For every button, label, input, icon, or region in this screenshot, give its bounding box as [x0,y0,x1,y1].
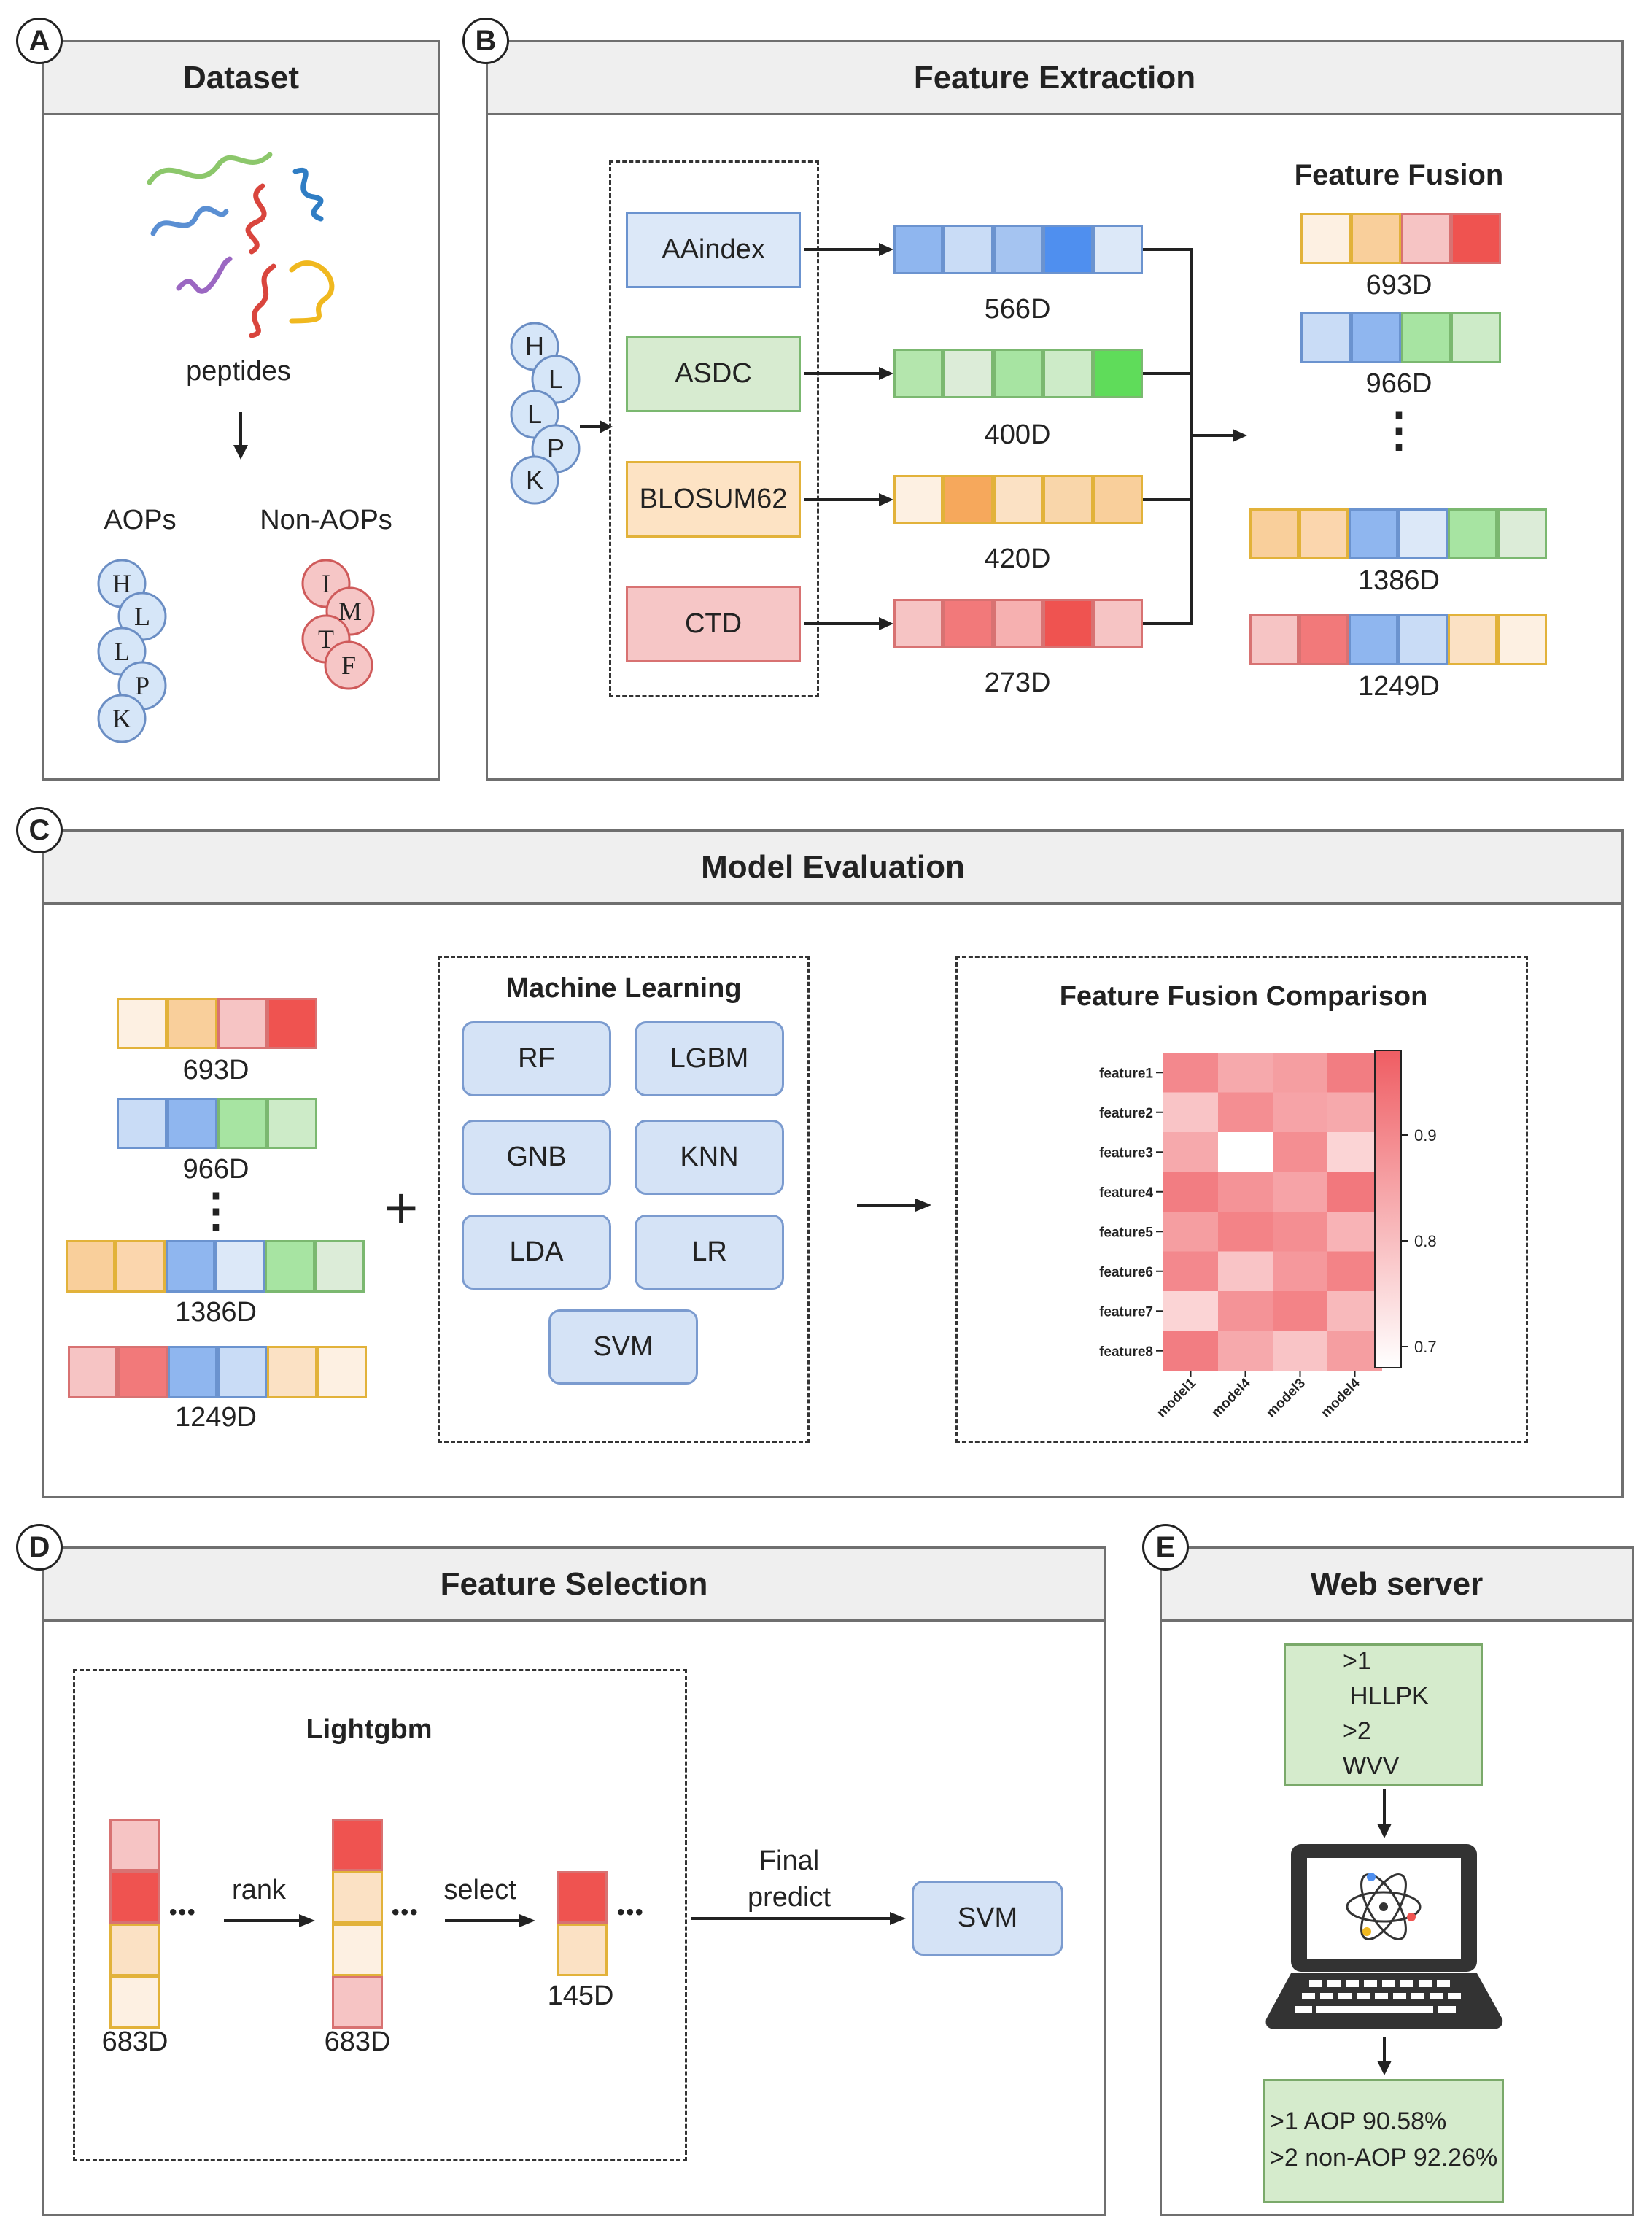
panel-title: Feature Extraction [488,42,1621,115]
ranked-column-1 [109,1819,160,2029]
fusion-ellipsis: ⋮ [1376,403,1422,456]
panel-label-c: C [16,807,63,853]
panel-title: Web server [1162,1549,1632,1622]
sequence-input: >1 HLLPK >2 WVV [1284,1643,1483,1786]
panel-title: Model Evaluation [44,832,1621,905]
rank-label: rank [232,1875,286,1905]
selected-column [557,1871,608,1976]
fusion-vector-693 [1300,213,1501,264]
ml-title: Machine Learning [505,973,742,1004]
asdc-vector [893,349,1143,398]
eval-vector-693 [117,998,317,1049]
encoder-blosum62: BLOSUM62 [626,461,801,538]
eval-ellipsis: ⋮ [193,1184,239,1236]
output-line-1: >1 AOP 90.58% [1270,2107,1447,2135]
eval-vector-1386 [66,1240,365,1293]
fusion-dim-1249: 1249D [1358,671,1440,702]
fusion-vector-966 [1300,312,1501,363]
aaindex-dim: 566D [984,294,1051,325]
peptides-label: peptides [186,356,291,387]
feature-fusion-title: Feature Fusion [1294,159,1504,191]
input-line-4: WVV [1343,1752,1400,1780]
non-aops-label: Non-AOPs [260,505,392,535]
prediction-output: >1 AOP 90.58% >2 non-AOP 92.26% [1263,2079,1504,2203]
comparison-title: Feature Fusion Comparison [1059,981,1428,1012]
eval-dim-1386: 1386D [175,1297,257,1328]
output-line-2: >2 non-AOP 92.26% [1270,2144,1498,2172]
eval-dim-1249: 1249D [175,1402,257,1433]
comparison-group [955,956,1528,1443]
input-line-1: >1 [1343,1647,1371,1675]
blosum62-vector [893,475,1143,524]
predict-label: predict [747,1882,831,1913]
fusion-dim-966: 966D [1365,368,1432,399]
model-lr: LR [635,1215,784,1290]
eval-vector-966 [117,1098,317,1149]
encoder-group [609,160,819,697]
panel-label-e: E [1142,1524,1189,1571]
panel-label-d: D [16,1524,63,1571]
encoder-ctd: CTD [626,586,801,662]
final-svm: SVM [912,1881,1063,1956]
model-lgbm: LGBM [635,1021,784,1096]
eval-vector-1249 [68,1346,367,1398]
dim-683-a: 683D [101,2026,168,2057]
blosum62-dim: 420D [984,543,1051,574]
encoder-asdc: ASDC [626,336,801,412]
ctd-dim: 273D [984,667,1051,698]
dim-683-b: 683D [324,2026,391,2057]
panel-dataset: Dataset [42,40,440,781]
aaindex-vector [893,225,1143,274]
panel-label-b: B [462,18,509,64]
fusion-dim-693: 693D [1365,270,1432,301]
model-svm: SVM [548,1309,698,1385]
input-line-3: >2 [1343,1717,1371,1745]
model-gnb: GNB [462,1120,611,1195]
aops-label: AOPs [104,505,177,535]
final-label: Final [759,1846,820,1876]
panel-label-a: A [16,18,63,64]
fusion-dim-1386: 1386D [1358,565,1440,596]
fusion-vector-1249 [1249,614,1547,665]
dots-1: ••• [169,1900,197,1924]
select-label: select [443,1875,516,1905]
ranked-column-2 [332,1819,383,2029]
ml-group [438,956,810,1443]
eval-dim-693: 693D [182,1055,249,1085]
eval-dim-966: 966D [182,1154,249,1185]
panel-title: Dataset [44,42,438,115]
dots-2: ••• [392,1900,419,1924]
model-rf: RF [462,1021,611,1096]
model-knn: KNN [635,1120,784,1195]
dim-145: 145D [547,1980,614,2011]
fusion-vector-1386 [1249,508,1547,560]
lightgbm-title: Lightgbm [306,1714,433,1745]
lightgbm-group [73,1669,687,2161]
ctd-vector [893,599,1143,648]
encoder-aaindex: AAindex [626,212,801,288]
plus-sign: + [384,1175,419,1240]
asdc-dim: 400D [984,419,1051,450]
dots-3: ••• [617,1900,645,1924]
input-line-2: HLLPK [1350,1682,1429,1710]
panel-title: Feature Selection [44,1549,1104,1622]
model-lda: LDA [462,1215,611,1290]
